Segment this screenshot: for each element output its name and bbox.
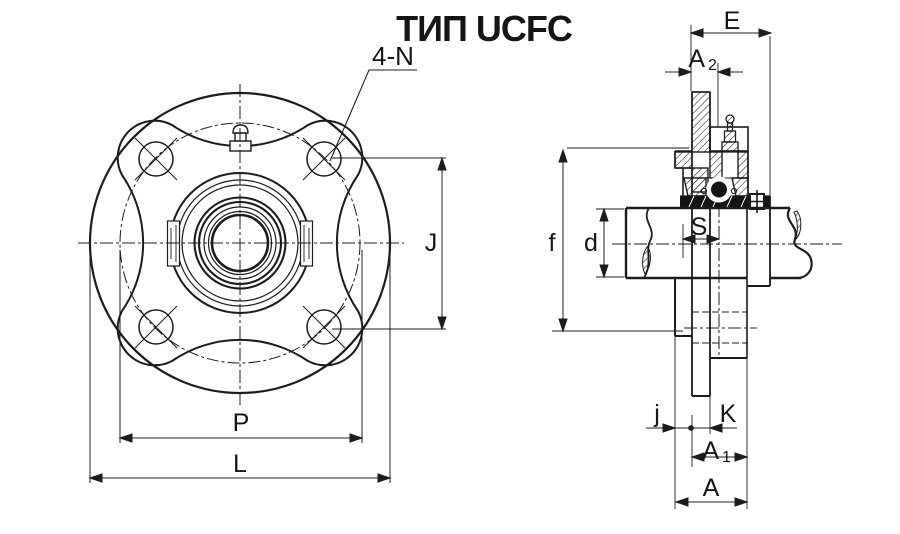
dim-A (674, 497, 749, 507)
dim-A1 (690, 452, 749, 462)
bolt-hole-bottom-right (306, 309, 342, 345)
dim-label-E: E (724, 7, 741, 35)
dim-label-d: d (584, 229, 598, 257)
flange-section (691, 91, 711, 153)
bolt-hole-top-right (306, 141, 342, 177)
shaft (624, 206, 813, 280)
dim-label-A1: A 1 (702, 437, 731, 466)
shaft-break-right (787, 207, 813, 280)
housing-band-right (737, 151, 749, 179)
dim-E (689, 28, 773, 38)
dim-label-f: f (549, 229, 556, 257)
dim-label-J: J (425, 229, 438, 257)
side-view (552, 25, 842, 509)
grease-fitting-side (721, 114, 739, 153)
shaft-collar (746, 36, 771, 358)
bolt-holes (138, 141, 342, 345)
dim-d (599, 207, 609, 279)
bearing-ball (700, 176, 738, 203)
dim-f (558, 148, 568, 333)
shaft-break-left-lens (642, 244, 651, 275)
bolt-hole-bottom-left (138, 309, 174, 345)
hidden-bolt-hole (692, 311, 748, 344)
dim-j-K (646, 423, 737, 433)
housing-band-left (709, 151, 723, 179)
dim-J (332, 156, 447, 331)
dim-L (88, 250, 392, 483)
dim-label-A2: A 2 (688, 45, 717, 74)
dim-label-P: P (233, 409, 250, 437)
bolt-hole-top-left (138, 141, 174, 177)
dim-label-A: A (703, 474, 720, 502)
dim-label-S: S (691, 213, 708, 241)
boss-outline (116, 119, 364, 367)
shaft-break-right-lens (793, 210, 802, 242)
dim-P (118, 250, 364, 443)
pilot-section (674, 151, 693, 169)
dim-S (681, 234, 721, 244)
dim-label-j: j (653, 400, 660, 428)
bolt-note-leader (329, 69, 417, 162)
extension-lines (552, 25, 748, 509)
set-screw (746, 190, 768, 213)
bolt-hole-centermarks (134, 137, 346, 349)
dim-A2 (665, 67, 743, 77)
dim-label-L: L (233, 450, 247, 478)
dim-label-K: K (720, 400, 737, 428)
bolt-note-label: 4-N (372, 41, 414, 71)
front-view (78, 69, 447, 483)
drawing-title: ТИП UCFC (396, 8, 573, 49)
